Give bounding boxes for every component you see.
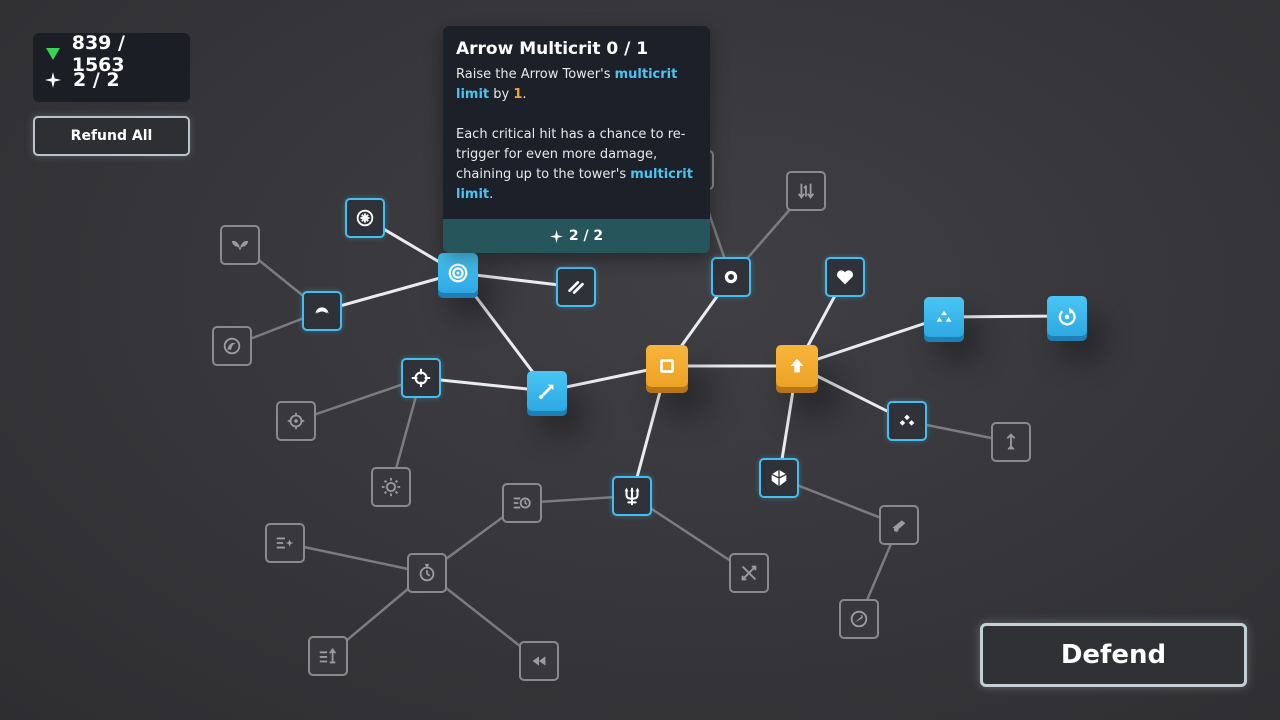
gem-icon [768, 467, 790, 489]
connection-triforce-refresh [942, 314, 1069, 319]
square-core-icon [656, 355, 678, 377]
skill-node-refresh[interactable] [1047, 296, 1087, 336]
gem-icon [45, 47, 66, 61]
target-icon [447, 262, 469, 284]
tooltip-keyword: multicrit limit [456, 167, 693, 202]
skill-node-sun[interactable] [371, 467, 411, 507]
dial-icon [848, 608, 870, 630]
heart-icon [834, 266, 856, 288]
skill-node-wings[interactable] [220, 225, 260, 265]
connection-arrow-tower-crosshair [419, 376, 549, 393]
skill-node-triforce[interactable] [924, 297, 964, 337]
tooltip-title: Arrow Multicrit 0 / 1 [456, 39, 649, 59]
sort-arrows-icon [795, 180, 817, 202]
burst-icon [354, 207, 376, 229]
tooltip-text: . [489, 187, 494, 202]
connection-stopwatch-list-star [283, 541, 429, 575]
skill-node-heart[interactable] [825, 257, 865, 297]
tooltip-cost: 2 / 2 [568, 228, 604, 244]
skill-node-cross-arrows[interactable] [729, 553, 769, 593]
skill-node-burst[interactable] [345, 198, 385, 238]
defend-button[interactable]: Defend [980, 623, 1247, 687]
skill-node-arrow-up[interactable] [776, 345, 818, 387]
triangle-cluster-icon [933, 306, 955, 328]
list-clock-icon [511, 492, 533, 514]
tooltip-description: Raise the Arrow Tower's multicrit limit … [443, 59, 710, 205]
skill-node-list-star[interactable] [265, 523, 305, 563]
skill-node-moon[interactable] [302, 291, 342, 331]
tooltip-text: . [522, 87, 527, 102]
sparkle-icon [45, 72, 67, 88]
swirl-icon [221, 335, 243, 357]
connection-target-moon [320, 271, 460, 313]
sun-icon [380, 476, 402, 498]
cannon-icon [888, 514, 910, 536]
tooltip-text: Each critical hit has a chance to re-tri… [456, 127, 686, 182]
upward-arrow-icon [1000, 431, 1022, 453]
refund-all-button[interactable]: Refund All [33, 116, 190, 156]
tooltip-text: Raise the Arrow Tower's [456, 67, 615, 82]
tooltip-number: 1 [513, 87, 523, 102]
tooltip-line-2: Each critical hit has a chance to re-tri… [456, 125, 697, 205]
skill-node-slash[interactable] [556, 267, 596, 307]
skill-node-rewind[interactable] [519, 641, 559, 681]
ring-icon [720, 266, 742, 288]
list-star-icon [274, 532, 296, 554]
tooltip-cost-bar: 2 / 2 [443, 219, 710, 253]
resource-panel: 839 / 1563 2 / 2 [33, 32, 190, 102]
gem-count: 839 / 1563 [71, 32, 125, 76]
diamond-cluster-icon [896, 410, 918, 432]
wings-icon [229, 234, 251, 256]
skill-node-arrow-tower[interactable] [527, 371, 567, 411]
cross-arrows-icon [738, 562, 760, 584]
connection-arrow-up-triforce [795, 315, 946, 368]
gem-counter: 839 / 1563 [45, 32, 178, 76]
crescent-icon [311, 300, 333, 322]
trident-icon [621, 485, 643, 507]
skill-node-list-clock[interactable] [502, 483, 542, 523]
skill-point-count: 2 / 2 [73, 69, 120, 91]
skill-node-list-up[interactable] [308, 636, 348, 676]
tooltip-text: by [489, 87, 514, 102]
skill-node-shield-gem[interactable] [759, 458, 799, 498]
sparkle-icon [549, 229, 563, 243]
skill-node-dial[interactable] [839, 599, 879, 639]
arrow-up-icon [786, 355, 808, 377]
double-slash-icon [565, 276, 587, 298]
skill-node-target[interactable] [438, 253, 478, 293]
refresh-icon [1056, 305, 1078, 327]
skill-node-diamond-cluster[interactable] [887, 401, 927, 441]
skill-node-reticle[interactable] [276, 401, 316, 441]
reticle-icon [285, 410, 307, 432]
stopwatch-icon [416, 562, 438, 584]
skill-point-counter: 2 / 2 [45, 67, 178, 93]
skill-tooltip: Arrow Multicrit 0 / 1 Raise the Arrow To… [443, 26, 710, 253]
crosshair-icon [410, 367, 432, 389]
skill-node-arrow-upright[interactable] [991, 422, 1031, 462]
skill-node-ring[interactable] [711, 257, 751, 297]
skill-node-core[interactable] [646, 345, 688, 387]
skill-node-trident[interactable] [612, 476, 652, 516]
skill-node-stopwatch[interactable] [407, 553, 447, 593]
skill-node-sort-arrows[interactable] [786, 171, 826, 211]
rewind-icon [528, 650, 550, 672]
connection-crosshair-reticle [294, 376, 423, 423]
skill-node-crosshair[interactable] [401, 358, 441, 398]
tooltip-line-1: Raise the Arrow Tower's multicrit limit … [456, 65, 697, 105]
list-up-icon [317, 645, 339, 667]
skill-node-cannon[interactable] [879, 505, 919, 545]
tooltip-keyword: multicrit limit [456, 67, 678, 102]
connection-core-trident [630, 364, 669, 498]
skill-node-swirl[interactable] [212, 326, 252, 366]
arrow-tower-icon [536, 380, 558, 402]
